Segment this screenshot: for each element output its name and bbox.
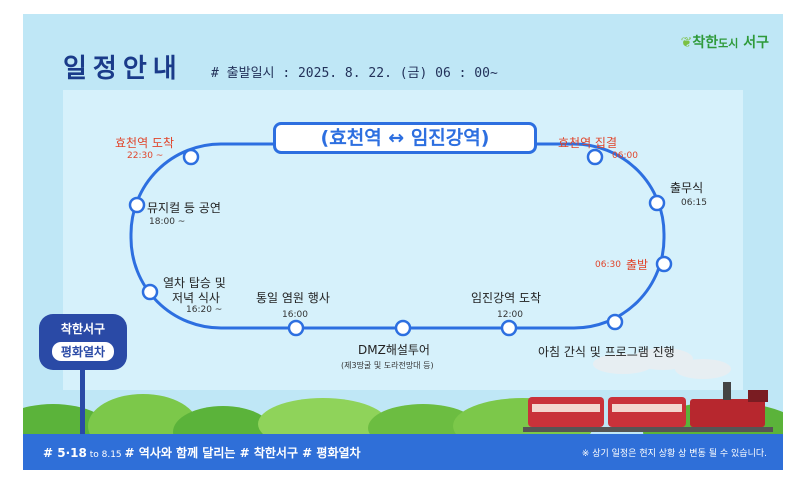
stop-time: 16:00 — [282, 310, 308, 320]
brand-prefix: 착한 — [692, 35, 719, 51]
stop-marker-boarding-dinner — [141, 283, 159, 301]
sign-line1: 착한서구 — [60, 322, 106, 336]
stop-time: 06:00 — [612, 151, 638, 161]
stop-note: (제3땅굴 및 도라전망대 등) — [341, 361, 434, 370]
sign-pole — [80, 370, 85, 450]
stop-label: 출무식 — [670, 181, 704, 195]
brand-logo: ❦착한도시 서구 — [681, 32, 769, 52]
hashtags: # 5·18 to 8.15 # 역사와 함께 달리는 # 착한서구 # 평화열… — [43, 444, 361, 461]
stop-label: 출발 — [626, 258, 649, 272]
footer-bar: # 5·18 to 8.15 # 역사와 함께 달리는 # 착한서구 # 평화열… — [23, 434, 783, 470]
stop-marker-departure — [655, 255, 673, 273]
stop-time: 18:00 ~ — [149, 217, 186, 227]
departure-datetime: # 출발일시 : 2025. 8. 22. (금) 06 : 00~ — [211, 66, 498, 81]
page-title: 일정안내 — [63, 54, 183, 84]
hashtag-text: # 역사와 함께 달리는 # 착한서구 # 평화열차 — [124, 446, 361, 460]
stop-time: 06:30 — [595, 260, 621, 270]
stop-marker-ceremony — [648, 194, 666, 212]
stop-time: 06:15 — [681, 198, 707, 208]
stop-label: 효천역 도착 — [115, 136, 175, 150]
stop-marker-musical — [128, 196, 146, 214]
stop-label: 효천역 집결 — [558, 136, 618, 150]
stop-label: 임진강역 도착 — [471, 291, 542, 305]
route-title: (효천역 ↔ 임진강역) — [273, 122, 537, 154]
brand-mid: 도시 — [718, 37, 739, 50]
smoke-decoration — [593, 348, 731, 379]
stop-label-line1: 열차 탑승 및 — [163, 276, 226, 290]
stop-label: 뮤지컬 등 공연 — [147, 201, 221, 215]
train-illustration — [523, 382, 773, 432]
stop-marker-dmz — [394, 319, 412, 337]
stop-marker-hyocheon-arrival — [182, 148, 200, 166]
stop-label: DMZ해설투어 — [358, 343, 430, 357]
sign-line2: 평화열차 — [51, 342, 115, 361]
stop-time: 22:30 ~ — [127, 151, 164, 161]
route-diagram — [23, 142, 783, 464]
stop-marker-hyocheon-gathering — [586, 148, 604, 166]
stop-time: 12:00 — [497, 310, 523, 320]
stop-marker-unification — [287, 319, 305, 337]
stop-label: 통일 염원 행사 — [256, 291, 330, 305]
stop-label-line2: 저녁 식사 — [172, 291, 220, 305]
stop-label: 아침 간식 및 프로그램 진행 — [538, 345, 675, 359]
hashtag-date: # 5·18 — [43, 446, 87, 460]
schedule-notice: ※ 상기 일정은 현지 상황 상 변동 될 수 있습니다. — [581, 449, 767, 459]
leaf-icon: ❦ — [680, 35, 693, 51]
hashtag-to: to 8.15 — [86, 450, 125, 460]
peace-train-sign: 착한서구 평화열차 — [39, 314, 127, 370]
poster: 일정안내 # 출발일시 : 2025. 8. 22. (금) 06 : 00~ … — [23, 14, 783, 470]
stop-marker-breakfast — [606, 313, 624, 331]
stop-marker-imjingang — [500, 319, 518, 337]
stop-time: 16:20 ~ — [186, 305, 223, 315]
brand-suffix: 서구 — [738, 35, 769, 51]
